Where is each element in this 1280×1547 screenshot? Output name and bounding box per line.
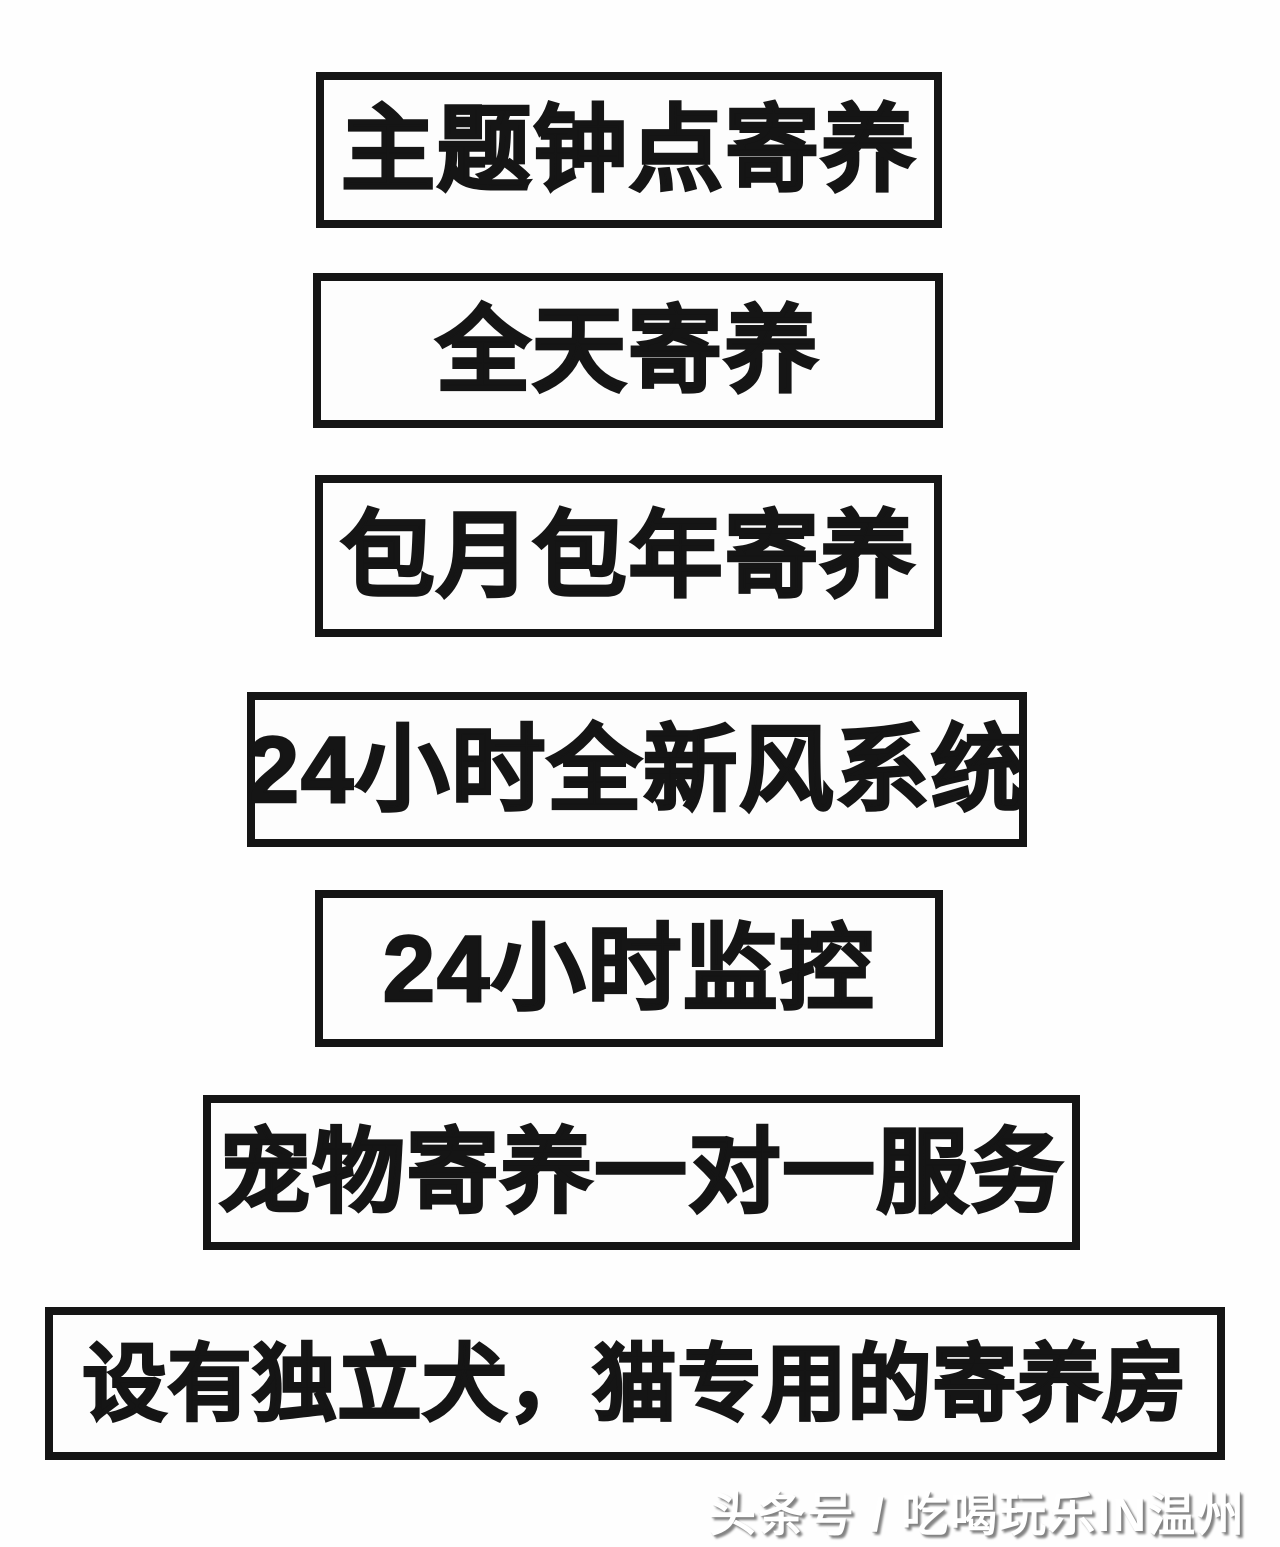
feature-box-theme-hourly-boarding: 主题钟点寄养 <box>316 72 942 228</box>
feature-box-separate-dog-cat-rooms: 设有独立犬，猫专用的寄养房 <box>45 1307 1225 1460</box>
feature-box-all-day-boarding: 全天寄养 <box>313 273 943 428</box>
feature-box-label: 24小时监控 <box>381 915 876 1021</box>
feature-box-label: 24小时全新风系统 <box>245 716 1028 822</box>
feature-box-one-on-one-service: 宠物寄养一对一服务 <box>203 1095 1080 1250</box>
feature-box-label: 设有独立犬，猫专用的寄养房 <box>81 1336 1188 1431</box>
feature-box-label: 宠物寄养一对一服务 <box>217 1121 1065 1224</box>
feature-box-monthly-yearly-boarding: 包月包年寄养 <box>315 475 942 637</box>
feature-box-fresh-air-system: 24小时全新风系统 <box>245 692 1028 847</box>
feature-box-24h-monitoring: 24小时监控 <box>315 890 943 1047</box>
feature-box-label: 全天寄养 <box>435 297 820 403</box>
feature-box-label: 包月包年寄养 <box>339 503 917 608</box>
watermark-toutiao-account: 头条号 / 吃喝玩乐IN温州 <box>708 1488 1246 1541</box>
feature-box-label: 主题钟点寄养 <box>340 97 917 202</box>
